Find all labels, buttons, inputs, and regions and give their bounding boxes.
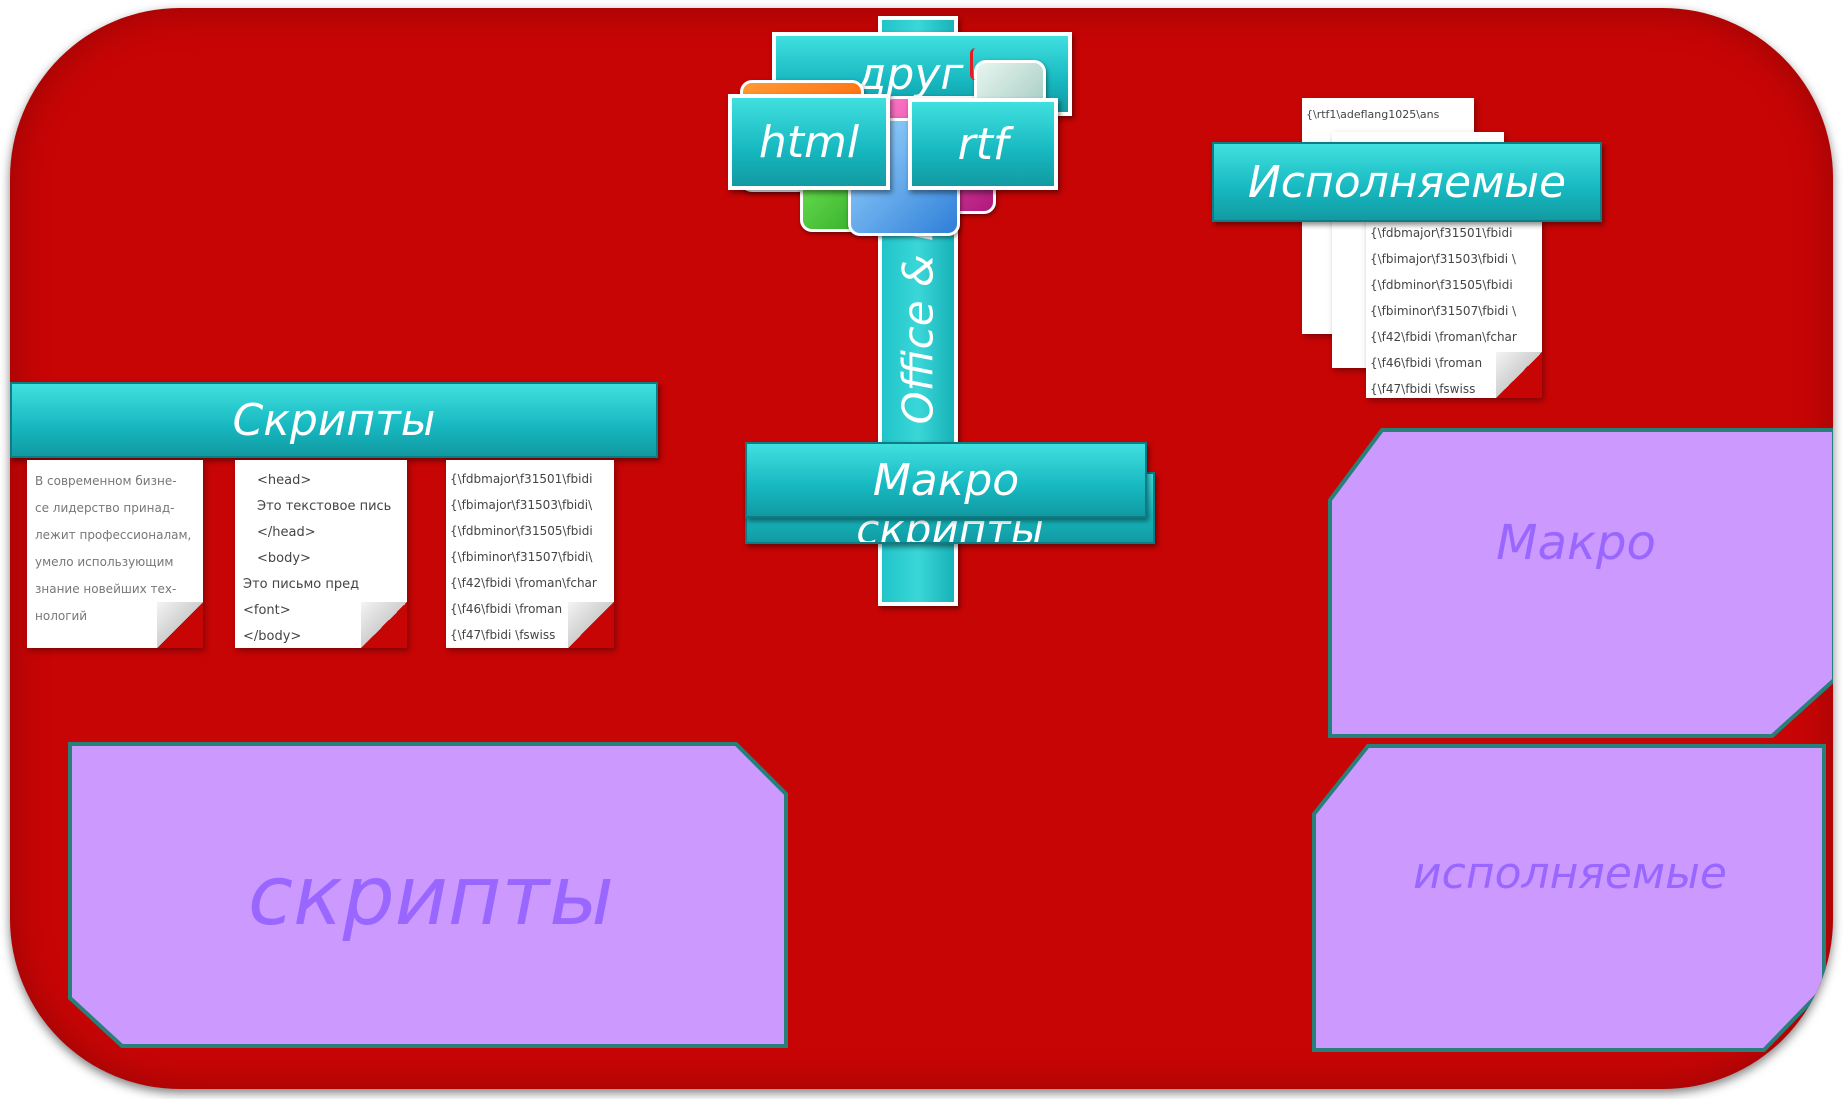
html-document: <head> Это текстовое пись </head> <body>… bbox=[235, 460, 407, 648]
scripts-box-shape bbox=[68, 742, 788, 1048]
macro-box-label: Макро bbox=[1496, 515, 1656, 571]
scripts-header-label: Скрипты bbox=[232, 394, 436, 446]
macro-header: Макро bbox=[745, 442, 1147, 518]
rtf-format-label: rtf bbox=[957, 118, 1009, 170]
macro-box-shape bbox=[1328, 428, 1833, 738]
macro-header-label: Макро bbox=[872, 454, 1020, 506]
html-format-box: html bbox=[728, 94, 890, 190]
rtf-format-box: rtf bbox=[908, 98, 1058, 190]
office-label: Office & P bbox=[893, 215, 943, 425]
scripts-header: Скрипты bbox=[10, 382, 658, 458]
rtf-document: {\fdbmajor\f31501\fbidi {\fbimajor\f3150… bbox=[446, 460, 614, 648]
executables-header: Исполняемые bbox=[1212, 142, 1602, 222]
plain-text-document: В современном бизне- се лидерство принад… bbox=[27, 460, 203, 648]
diagram-background: Office & P друг html rtf Скрипты В совре… bbox=[10, 8, 1833, 1089]
executable-document-front: {\fdbmajor\f31501\fbidi {\fbimajor\f3150… bbox=[1366, 216, 1542, 398]
executables-box-shape bbox=[1312, 744, 1826, 1052]
html-format-label: html bbox=[758, 116, 860, 168]
pdf-icon bbox=[970, 48, 981, 80]
other-format-label: друг bbox=[856, 48, 964, 100]
scripts-box-label: скрипты bbox=[247, 848, 615, 944]
executables-box-label: исполняемые bbox=[1413, 847, 1727, 899]
executables-header-label: Исполняемые bbox=[1247, 156, 1567, 208]
